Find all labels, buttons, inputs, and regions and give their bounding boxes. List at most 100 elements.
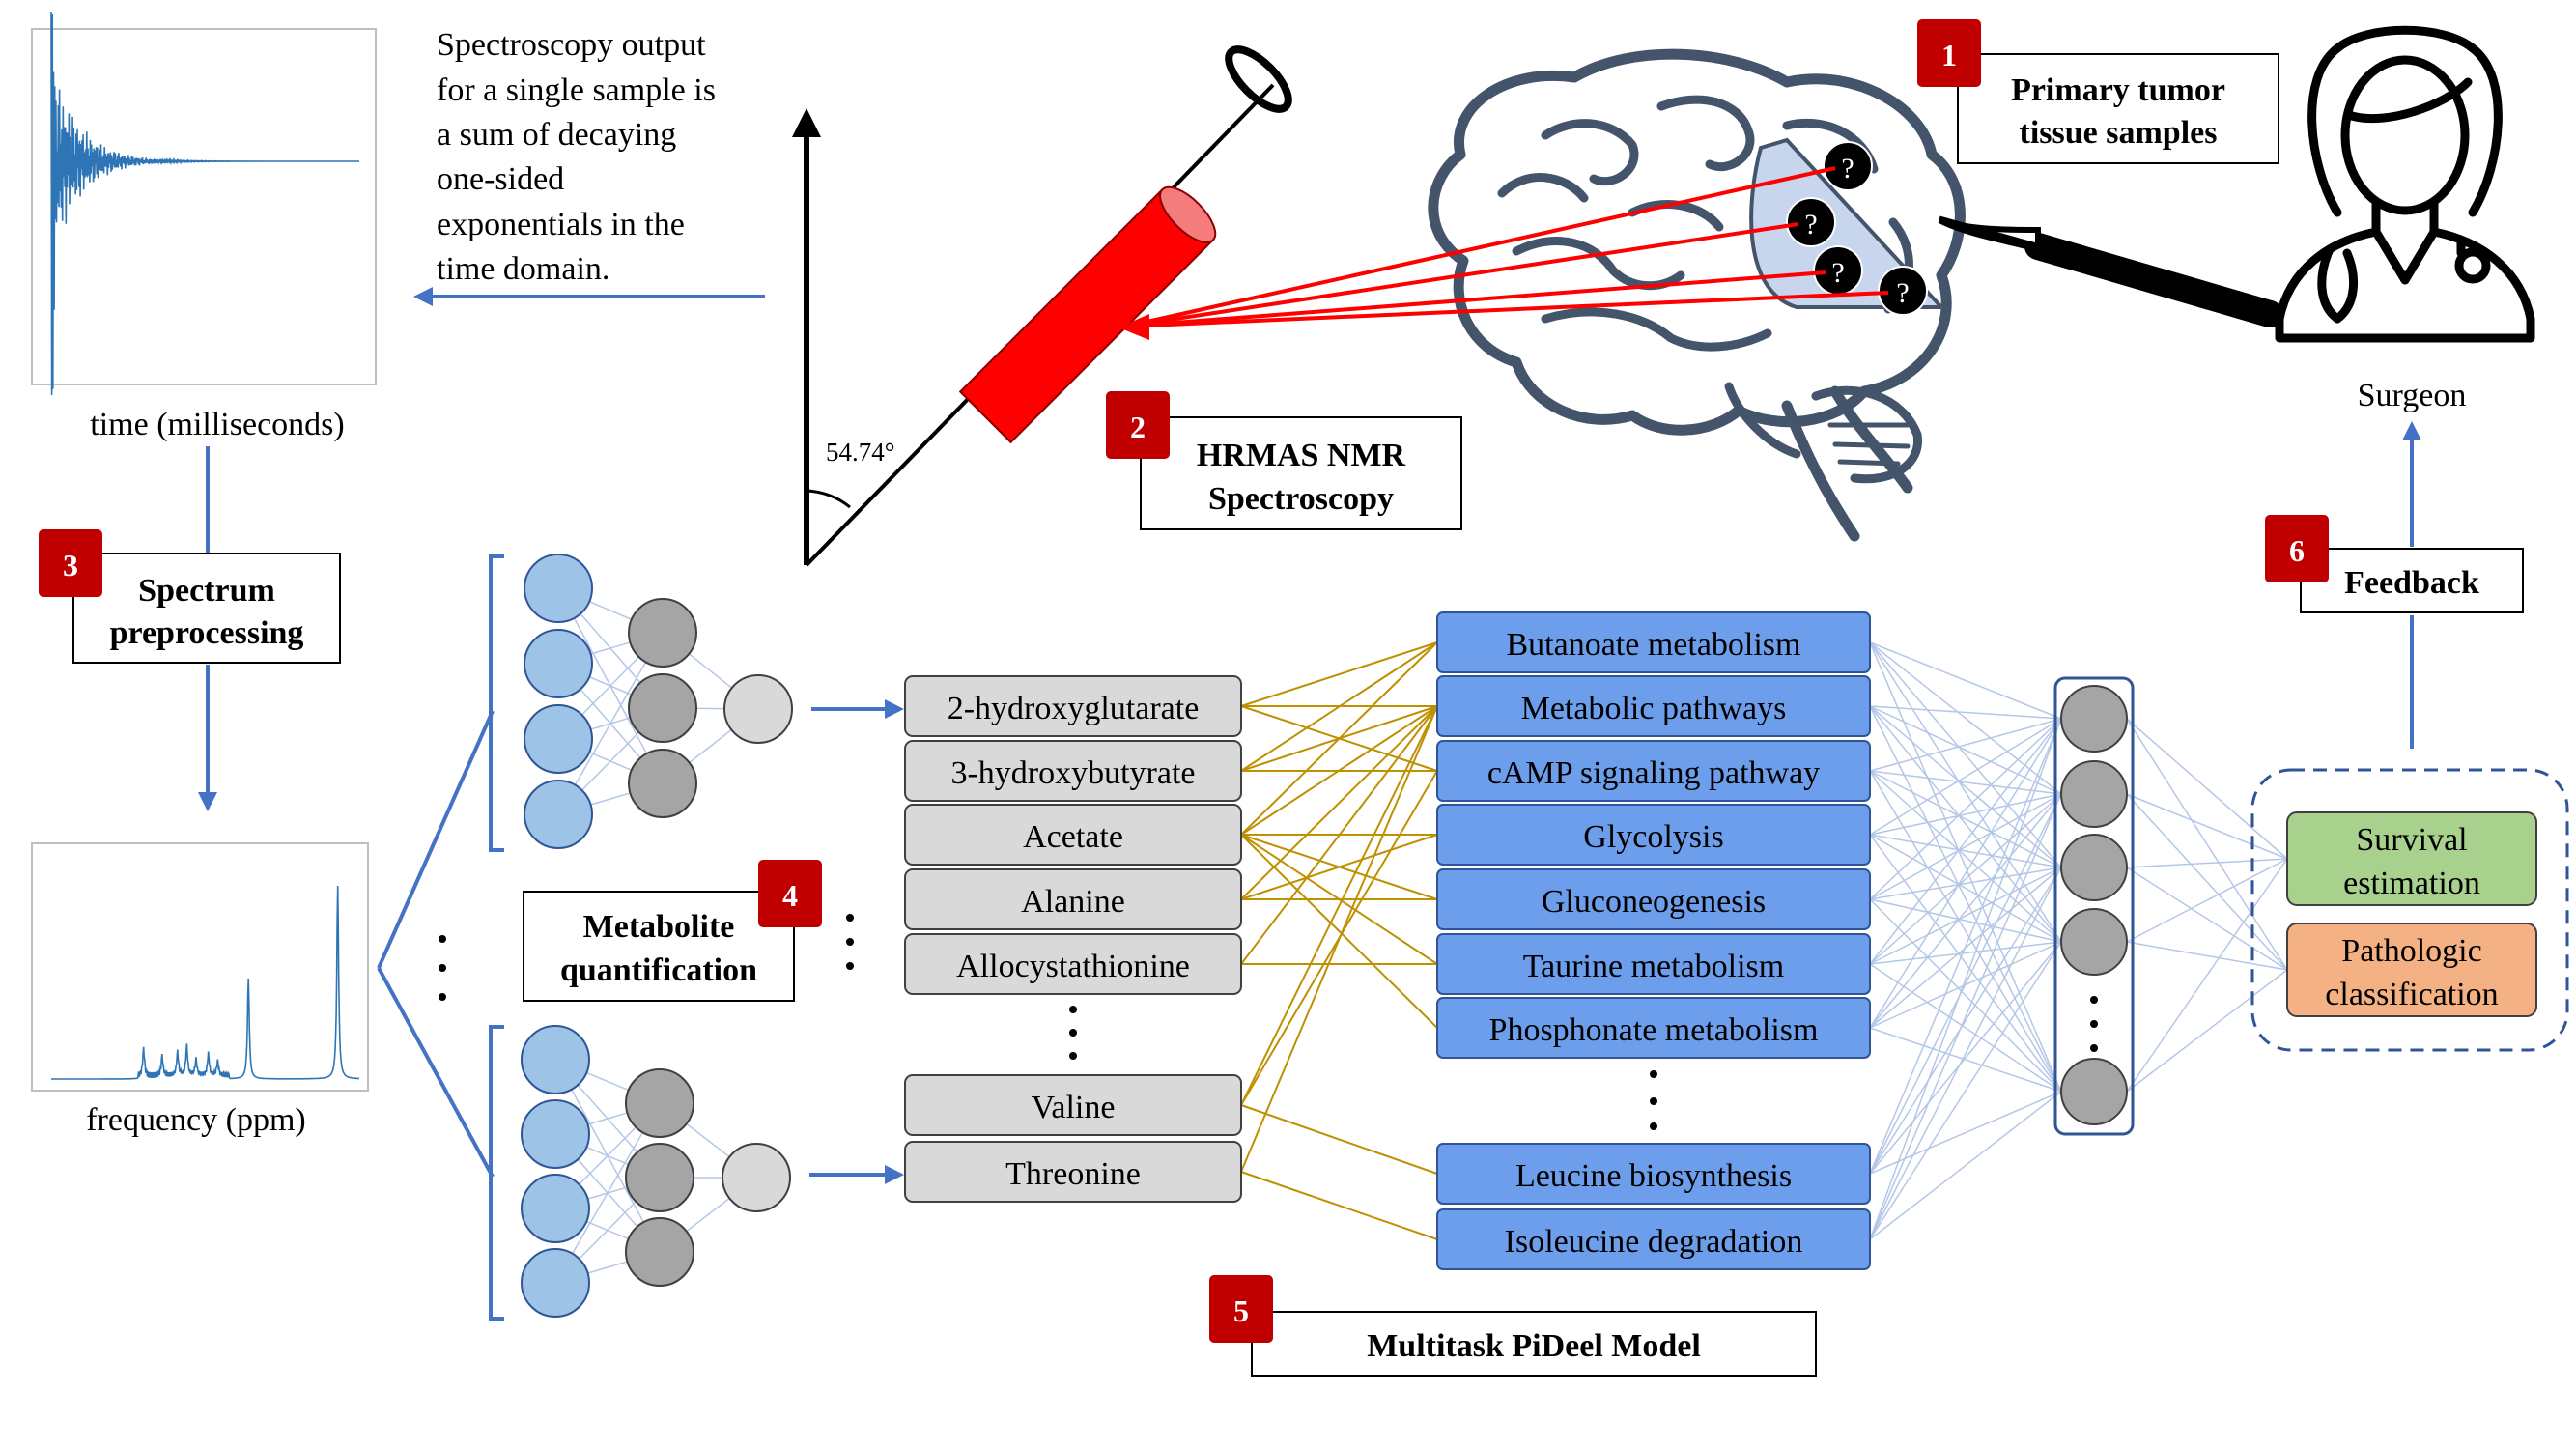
spectrum-trace <box>51 885 359 1080</box>
pathway-hidden-edge <box>1869 718 2062 1175</box>
pathway-hidden-edge <box>1869 705 2062 720</box>
svg-text:6: 6 <box>2289 533 2305 568</box>
scalpel-handle <box>2024 233 2283 327</box>
step-3-badge: 3 <box>39 529 102 597</box>
pathway-hidden-edge <box>1869 718 2062 1240</box>
svg-text:cAMP signaling pathway: cAMP signaling pathway <box>1487 755 1820 791</box>
pathway-hidden-edge <box>1869 898 2062 1093</box>
survival-estimation-box: Survival estimation <box>2286 811 2537 906</box>
pathway-box: Butanoate metabolism <box>1436 611 1871 673</box>
sample-marker: ? <box>1813 245 1863 296</box>
bracket-top <box>489 554 504 852</box>
pathway-hidden-edge <box>1869 793 2062 1240</box>
svg-text:?: ? <box>1841 153 1854 185</box>
hidden-node <box>628 598 697 668</box>
pathway-box: Gluconeogenesis <box>1436 868 1871 930</box>
surgeon-body <box>2275 198 2535 343</box>
description-line: Spectroscopy output <box>437 27 706 63</box>
description-line: a sum of decaying <box>437 117 676 153</box>
pathway-hidden-edge <box>1869 963 2062 1093</box>
pathway-hidden-edge <box>1869 641 2062 795</box>
metabolite-dots <box>1069 1006 1077 1060</box>
pathway-hidden-edge <box>1869 867 2062 1175</box>
bracket-bottom <box>489 1025 504 1321</box>
hidden-layer-dot <box>2090 1020 2098 1028</box>
hidden-layer-dot <box>2090 996 2098 1004</box>
hidden-node <box>2060 834 2128 901</box>
svg-text:3-hydroxybutyrate: 3-hydroxybutyrate <box>950 755 1195 791</box>
hidden-output-edge <box>2126 858 2288 1093</box>
pathway-hidden-edge <box>1869 867 2062 900</box>
metabolite-pathway-edge <box>1240 641 1438 836</box>
output-node <box>723 674 793 744</box>
step-5-label: Multitask PiDeel Model <box>1367 1328 1701 1364</box>
hidden-node <box>2060 760 2128 828</box>
pathway-hidden-edge <box>1869 793 2062 1029</box>
hidden-node <box>2060 685 2128 753</box>
brain-gyrus <box>1656 95 1755 172</box>
description-line: one-sided <box>437 161 564 197</box>
step-4-box <box>523 891 795 1002</box>
svg-text:Pathologic: Pathologic <box>2341 933 2481 969</box>
metabolite-pathway-edge <box>1240 1171 1438 1240</box>
brain-gyrus <box>1541 307 1772 352</box>
step-3-line: preprocessing <box>110 615 304 651</box>
svg-text:classification: classification <box>2325 977 2498 1012</box>
sample-laser-lines <box>1124 166 1889 328</box>
scalpel-edge <box>1939 215 2041 249</box>
input-node <box>524 554 593 623</box>
step-6-label: Feedback <box>2344 565 2479 601</box>
step-3-line: Spectrum <box>138 573 275 609</box>
surgeon-label: Surgeon <box>2358 378 2467 413</box>
brain-gyrus <box>1497 173 1589 203</box>
laser-arrowhead <box>1118 314 1149 340</box>
time-axis-label: time (milliseconds) <box>90 407 344 442</box>
metabolite-pathway-edge <box>1240 1104 1438 1175</box>
svg-text:Taurine metabolism: Taurine metabolism <box>1523 949 1785 984</box>
stethoscope-chest <box>2454 247 2491 284</box>
surgeon-face <box>2340 55 2470 215</box>
step-1-line: tissue samples <box>2020 115 2218 151</box>
hidden-node <box>2060 1058 2128 1125</box>
fid-plot-frame <box>31 28 377 385</box>
hidden-output-edge <box>2126 858 2288 943</box>
svg-text:Butanoate metabolism: Butanoate metabolism <box>1507 627 1801 663</box>
svg-text:Phosphonate metabolism: Phosphonate metabolism <box>1489 1012 1819 1048</box>
pathway-hidden-edge <box>1869 770 2062 868</box>
input-node <box>521 1025 590 1094</box>
spectrum-plot-frame <box>31 842 369 1092</box>
fid-trace <box>50 11 359 395</box>
surgeon-collar <box>2371 227 2439 285</box>
pathway-hidden-edge <box>1869 793 2062 900</box>
pathway-hidden-edge <box>1869 770 2062 943</box>
step-5-box <box>1251 1311 1817 1377</box>
svg-text:?: ? <box>1804 209 1817 241</box>
pathway-box: Metabolic pathways <box>1436 675 1871 737</box>
pathway-hidden-edge <box>1869 793 2062 965</box>
brain-outline <box>1428 48 1966 436</box>
hidden-output-edge <box>2126 793 2288 971</box>
pathway-hidden-edge <box>1869 941 2062 1240</box>
pathway-box: cAMP signaling pathway <box>1436 740 1871 802</box>
pathway-hidden-edge <box>1869 641 2062 1093</box>
hidden-output-edge <box>2126 969 2288 1093</box>
network-edge <box>557 632 664 815</box>
pathway-hidden-edge <box>1869 718 2062 836</box>
metabolite-box: Alanine <box>904 868 1242 930</box>
pathway-hidden-edge <box>1869 770 2062 795</box>
pathway-hidden-edge <box>1869 718 2062 900</box>
surgeon-hair <box>2307 25 2503 217</box>
quantification-network-top <box>524 554 793 849</box>
svg-text:2: 2 <box>1130 410 1146 444</box>
pathway-box: Isoleucine degradation <box>1436 1208 1871 1270</box>
step-5-badge: 5 <box>1209 1275 1273 1343</box>
pathway-hidden-layer <box>2053 676 2135 1136</box>
cerebellum-lines <box>1827 422 1911 467</box>
svg-text:4: 4 <box>782 878 798 913</box>
hidden-node <box>2060 908 2128 976</box>
pathway-box: Leucine biosynthesis <box>1436 1143 1871 1205</box>
fan-line-top <box>377 710 495 969</box>
svg-text:Isoleucine degradation: Isoleucine degradation <box>1505 1224 1803 1260</box>
pathway-hidden-edge <box>1869 641 2062 943</box>
sample-marker: ? <box>1786 197 1836 247</box>
